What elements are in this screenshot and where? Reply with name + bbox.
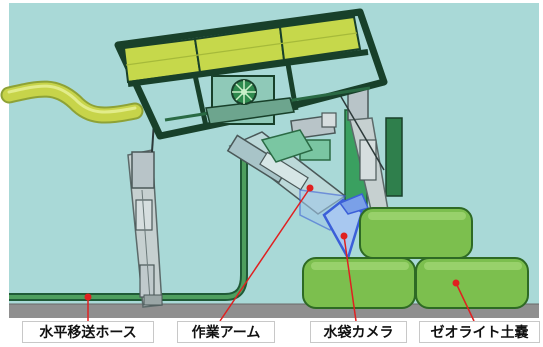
left-leg bbox=[127, 59, 163, 308]
robot-body-frame bbox=[114, 8, 388, 140]
label-water-bag-camera: 水袋カメラ bbox=[310, 321, 407, 343]
label-zeolite-sandbag: ゼオライト土嚢 bbox=[419, 321, 540, 343]
zeolite-sandbags bbox=[302, 207, 529, 309]
label-horizontal-transfer-hose: 水平移送ホース bbox=[22, 321, 154, 343]
fan-icon bbox=[231, 79, 257, 105]
label-working-arm: 作業アーム bbox=[177, 321, 275, 343]
horizontal-transfer-hose-upper bbox=[0, 80, 144, 124]
leader-lines bbox=[84, 184, 475, 322]
